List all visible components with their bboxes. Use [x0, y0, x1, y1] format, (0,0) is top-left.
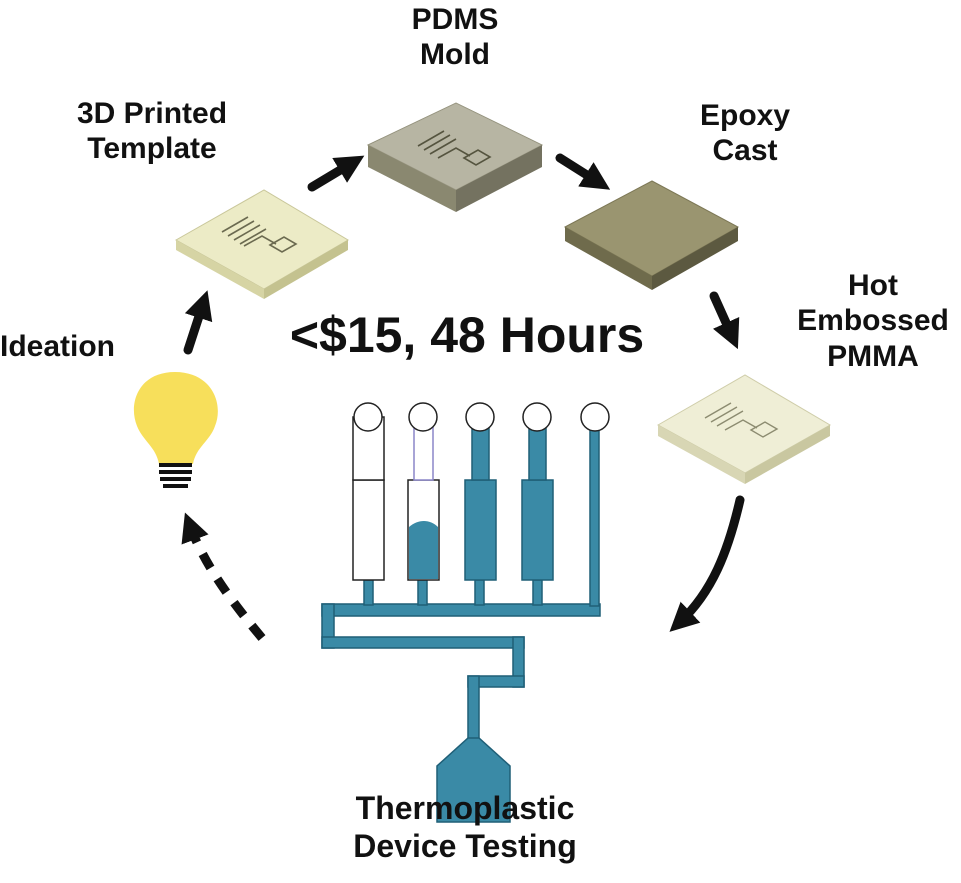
- reservoir-1: [352, 402, 385, 606]
- process-arrows: [181, 153, 745, 641]
- reservoir-2: [407, 402, 440, 606]
- label-pdms-mold: PDMS Mold: [411, 3, 499, 72]
- arrow-ideation-to-template: [183, 290, 213, 355]
- epoxy-cast-chip: [563, 180, 740, 290]
- arrow-epoxy-to-pmma: [709, 291, 740, 350]
- arrow-pmma-to-testing: [669, 495, 745, 632]
- lightbulb-icon: [133, 372, 218, 488]
- microfluidic-device: [321, 402, 610, 823]
- arrow-pdms-to-epoxy: [555, 153, 611, 190]
- label-3d-printed-template: 3D Printed Template: [76, 97, 228, 166]
- reservoir-3: [464, 402, 497, 606]
- label-cost-time-summary: <$15, 48 Hours: [289, 307, 645, 363]
- printed-template-chip: [174, 189, 349, 299]
- label-hot-embossed-pmma: Hot Embossed PMMA: [797, 269, 949, 373]
- pdms-mold-chip: [366, 102, 544, 212]
- label-epoxy-cast: Epoxy Cast: [699, 99, 791, 168]
- arrow-template-to-pdms: [307, 155, 365, 192]
- reservoir-5: [580, 402, 610, 607]
- embossed-pmma-chip: [656, 374, 832, 484]
- label-thermoplastic-device-testing: Thermoplastic Device Testing: [353, 790, 577, 864]
- reservoir-4: [521, 402, 554, 606]
- label-ideation: Ideation: [0, 330, 116, 363]
- arrow-testing-to-ideation: [181, 512, 266, 641]
